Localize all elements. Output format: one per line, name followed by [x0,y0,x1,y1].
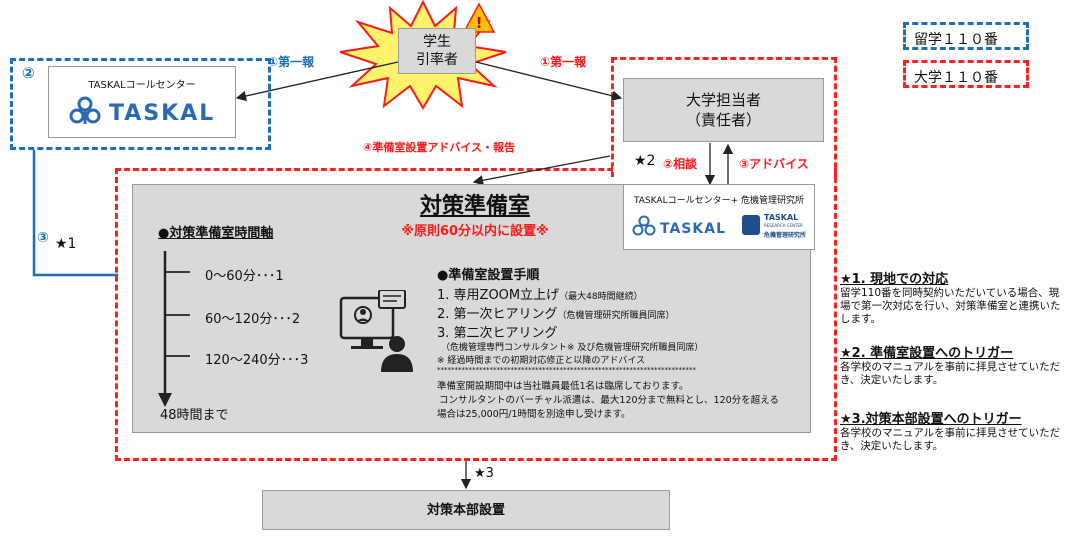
area-mask [613,166,834,172]
research-center-logo: TASKAL RESEARCH CENTER 危機管理研究所 [742,213,808,241]
step-2: 2. 第一次ヒアリング（危機管理研究所職員同席） [437,303,675,322]
label-advice: ③アドバイス [739,157,809,171]
label-consult: ②相談 [663,157,698,171]
taskal-callcenter-box: TASKALコールセンター TASKAL [48,66,236,138]
university-box: 大学担当者 （責任者） [623,78,824,142]
room-subtitle: ※原則60分以内に設置※ [401,224,549,239]
university-110-area [115,168,837,461]
taskal-logo-mark-icon: TASKAL [69,96,215,126]
step-1: 1. 専用ZOOM立上げ（最大48時間継続） [437,284,643,303]
step-3-note-2: ※ 経過時間までの初期対応修正と以降のアドバイス [437,356,646,366]
timeline-item-2: 60～120分･･･2 [205,312,301,327]
label-advice-report: ④準備室設置アドバイス・報告 [363,141,515,154]
arrow-student-to-university [475,61,623,101]
student-line1: 学生 [423,34,451,50]
timeline-axis [158,251,190,407]
video-conference-icon [339,290,413,372]
step-3-note-1: （危機管理専門コンサルタント※ 及び危機管理研究所職員同席） [441,343,704,353]
university-line2: （責任者） [685,111,761,129]
crm-box: TASKALコールセンター+ 危機管理研究所 TASKAL TASKAL RES… [623,184,815,250]
note-1: ★1. 現地での対応 留学110番を同時契約いただいている場合、現場で第一次対応… [840,268,1068,326]
hq-label: 対策本部設置 [426,503,505,518]
label-first-report-left: ①第一報 [268,55,315,69]
room-footer-2: コンサルタントのバーチャル派遣は、最大120分まで無料とし、120分を超える [439,395,779,406]
label-left-num: ③ [37,230,49,246]
room-footer-1: 準備室開設期間中は当社職員最低1名は臨席しております。 [437,381,689,392]
timeline-end: 48時間まで [160,408,229,423]
university-110-area-upper [611,57,837,177]
student-line2: 引率者 [416,52,458,68]
legend-red: 大学１１０番 [903,60,1029,88]
timeline-title: ●対策準備室時間軸 [158,226,274,241]
arrow-to-room [472,155,611,186]
student-box: 学生 引率者 [398,28,476,74]
hq-box: 対策本部設置 [262,490,670,530]
room-title: 対策準備室 [419,194,530,219]
taskal-logo: TASKAL [69,94,229,128]
line-taskal-to-room [32,150,118,277]
ryugaku-110-area [10,58,271,150]
note-3: ★3.対策本部設置へのトリガー 各学校のマニュアルを事前に拝見させていただき、決… [840,408,1072,453]
legend-blue: 留学１１０番 [903,22,1029,50]
note-3-body: 各学校のマニュアルを事前に拝見させていただき、決定いたします。 [840,427,1061,452]
taskal-caption: TASKALコールセンター [88,80,196,91]
research-logo-line1: TASKAL [764,213,799,222]
legend-red-label: 大学１１０番 [914,70,998,86]
note-1-title: ★1. 現地での対応 [840,272,949,287]
stars-separator: ****************************************… [437,366,696,374]
step-3: 3. 第二次ヒアリング [437,326,558,341]
label-left-star: ★1 [55,236,77,252]
university-line1: 大学担当者 [685,91,761,109]
warning-icon [462,2,496,33]
steps-title: ●準備室設置手順 [437,268,540,283]
note-2: ★2. 準備室設置へのトリガー 各学校のマニュアルを事前に拝見させていただき、決… [840,342,1068,387]
note-1-body: 留学110番を同時契約いただいている場合、現場で第一次対応を行い、対策準備室と連… [840,287,1061,325]
label-consult-star: ★2 [634,153,656,169]
step-1-label: 1. 専用ZOOM立上げ [437,288,560,303]
arrow-student-to-taskal [235,61,399,102]
taskal-number: ② [22,64,35,82]
research-logo-line3: 危機管理研究所 [764,232,807,239]
note-2-body: 各学校のマニュアルを事前に拝見させていただき、決定いたします。 [840,361,1061,386]
step-2-note: （危機管理研究所職員同席） [557,311,675,321]
label-bottom-star: ★3 [474,466,494,481]
svg-text:!: ! [476,14,483,32]
svg-text:TASKAL: TASKAL [109,101,215,126]
room-footer-3: 場合は25,000円/1時間を別途申し受けます。 [437,409,631,420]
step-2-label: 2. 第一次ヒアリング [437,307,558,322]
crm-caption: TASKALコールセンター+ 危機管理研究所 [634,196,804,206]
svg-text:TASKAL: TASKAL [660,221,726,237]
timeline-item-3: 120～240分･･･3 [205,353,309,368]
legend-blue-label: 留学１１０番 [914,32,998,48]
research-logo-line2: RESEARCH CENTER [764,223,803,228]
note-2-title: ★2. 準備室設置へのトリガー [840,346,1014,361]
taskal-logo-small-icon: TASKAL [632,215,726,237]
timeline-item-1: 0～60分･･･1 [205,269,284,284]
research-shield-icon [742,215,760,235]
note-3-title: ★3.対策本部設置へのトリガー [840,412,1022,427]
step-1-note: （最大48時間継続） [559,292,643,302]
label-first-report-right: ①第一報 [540,55,587,69]
